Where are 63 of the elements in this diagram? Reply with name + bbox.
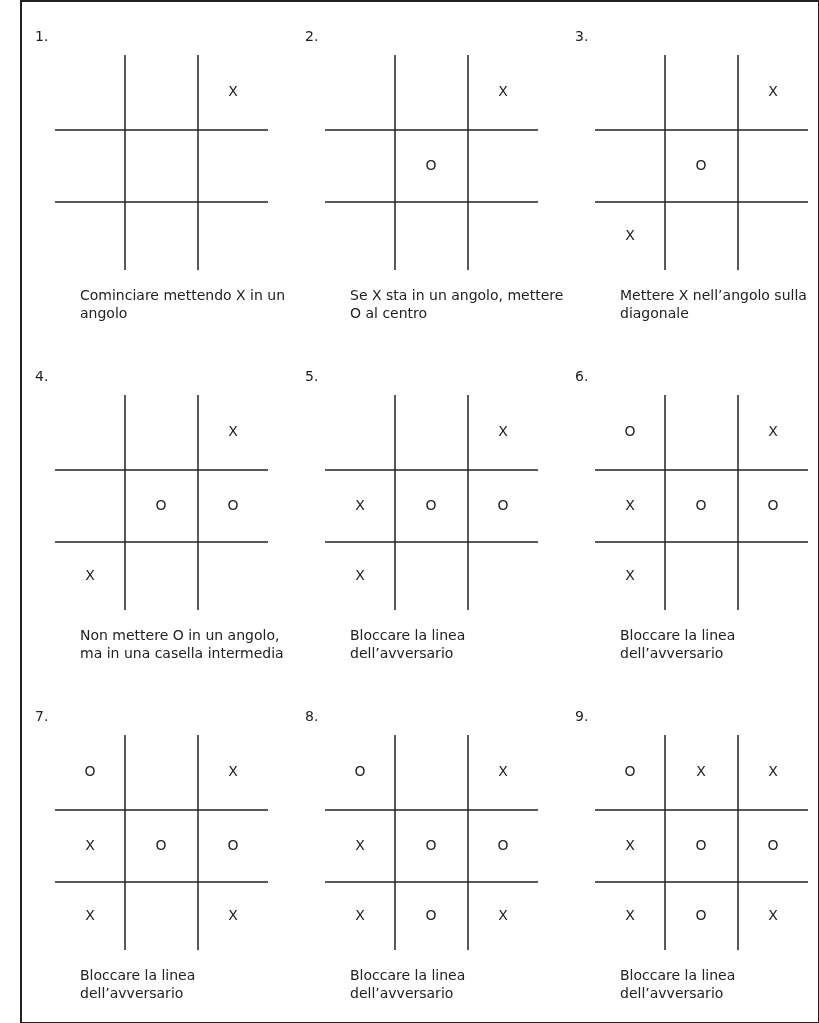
caption: Non mettere O in un angolo, ma in una casella intermedia [80, 626, 285, 662]
caption: Bloccare la linea dell’avversario [620, 966, 737, 1002]
board-mark: X [227, 907, 239, 923]
step-number: 3. [575, 28, 589, 44]
board-mark: X [227, 423, 239, 439]
board-mark: X [497, 83, 509, 99]
caption: Mettere X nell’angolo sulla diagonale [620, 286, 808, 322]
board-mark: X [227, 763, 239, 779]
board-mark: X [354, 567, 366, 583]
board-mark: O [766, 837, 780, 853]
board-mark: O [694, 497, 708, 513]
caption: Bloccare la linea dell’avversario [350, 966, 467, 1002]
caption: Se X sta in un angolo, mettere O al centro [350, 286, 565, 322]
board-mark: X [624, 907, 636, 923]
board-mark: X [497, 907, 509, 923]
step-number: 8. [305, 708, 319, 724]
board-mark: X [497, 763, 509, 779]
step-number: 5. [305, 368, 319, 384]
board-mark: X [624, 497, 636, 513]
board-mark: X [767, 423, 779, 439]
caption: Bloccare la linea dell’avversario [350, 626, 467, 662]
board-mark: O [424, 837, 438, 853]
step-number: 7. [35, 708, 49, 724]
board-mark: O [694, 837, 708, 853]
board-mark: X [354, 497, 366, 513]
board-mark: O [424, 157, 438, 173]
board-mark: O [83, 763, 97, 779]
board-mark: X [84, 837, 96, 853]
board-mark: X [227, 83, 239, 99]
board-mark: X [624, 837, 636, 853]
board-mark: O [154, 497, 168, 513]
board-mark: X [84, 907, 96, 923]
step-number: 4. [35, 368, 49, 384]
board-mark: X [354, 837, 366, 853]
board-mark: O [623, 763, 637, 779]
board-mark: O [424, 907, 438, 923]
board-mark: O [496, 497, 510, 513]
board-mark: X [497, 423, 509, 439]
step-number: 6. [575, 368, 589, 384]
board-mark: O [353, 763, 367, 779]
board-mark: O [623, 423, 637, 439]
board-mark: X [767, 763, 779, 779]
board-mark: X [624, 567, 636, 583]
caption: Bloccare la linea dell’avversario [620, 626, 737, 662]
board-mark: O [496, 837, 510, 853]
board-mark: O [766, 497, 780, 513]
step-number: 2. [305, 28, 319, 44]
board-mark: X [624, 227, 636, 243]
caption: Cominciare mettendo X in un angolo [80, 286, 287, 322]
board-mark: O [424, 497, 438, 513]
board-mark: O [694, 907, 708, 923]
board-mark: X [695, 763, 707, 779]
board-mark: O [154, 837, 168, 853]
board-mark: O [226, 837, 240, 853]
step-number: 1. [35, 28, 49, 44]
board-mark: O [694, 157, 708, 173]
caption: Bloccare la linea dell’avversario [80, 966, 197, 1002]
step-number: 9. [575, 708, 589, 724]
board-mark: X [354, 907, 366, 923]
board-mark: X [767, 83, 779, 99]
board-mark: O [226, 497, 240, 513]
board-mark: X [767, 907, 779, 923]
board-mark: X [84, 567, 96, 583]
